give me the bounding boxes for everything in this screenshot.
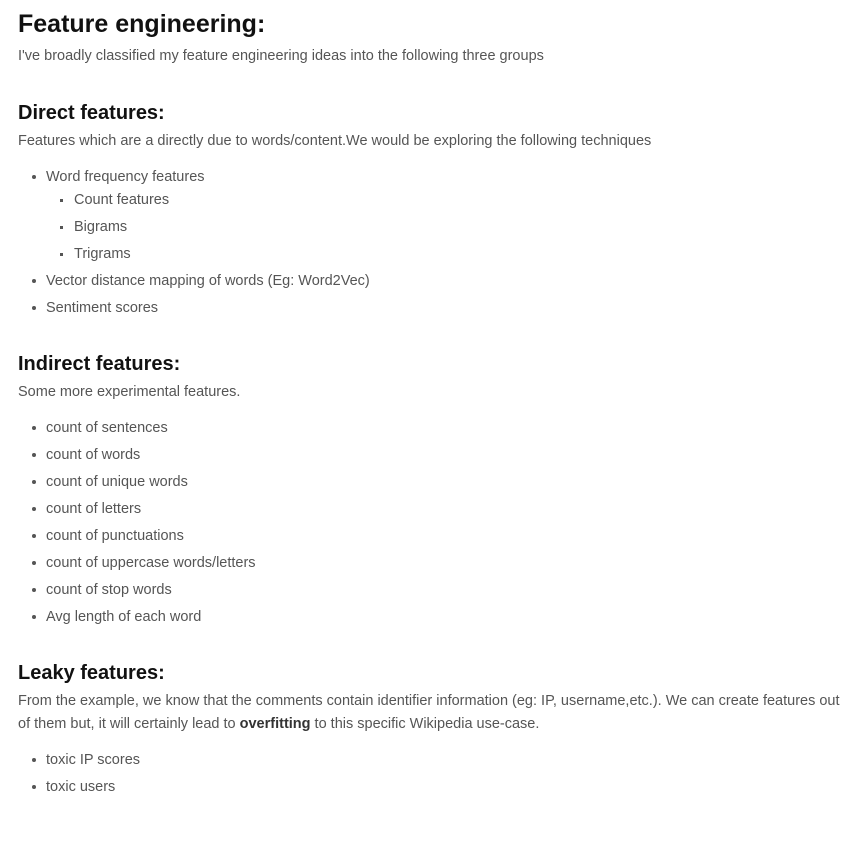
list-item: toxic IP scores (18, 747, 844, 774)
list-item-label: count of uppercase words/letters (46, 555, 256, 571)
bullet-icon (32, 534, 36, 538)
article-content: Feature engineering: I've broadly classi… (18, 0, 844, 801)
leaky-features-heading: Leaky features: (18, 662, 165, 684)
list-item-label: Count features (74, 192, 170, 208)
list-item: count of letters (18, 496, 844, 523)
direct-features-heading: Direct features: (18, 102, 165, 124)
list-item-label: Avg length of each word (46, 609, 202, 625)
leaky-description-text: From the example, we know that the comme… (18, 693, 840, 732)
list-item: toxic users (18, 774, 844, 801)
list-item: count of sentences (18, 415, 844, 442)
leaky-features-list: toxic IP scores toxic users (18, 747, 844, 801)
list-item: count of punctuations (18, 523, 844, 550)
overfitting-emphasis: overfitting (239, 716, 311, 732)
list-item-label: Sentiment scores (46, 300, 159, 316)
bullet-icon (32, 758, 36, 762)
indirect-features-description: Some more experimental features. (18, 384, 241, 400)
list-item: Trigrams (46, 241, 844, 268)
bullet-icon (32, 785, 36, 789)
list-item: Sentiment scores (18, 295, 844, 322)
bullet-icon (32, 175, 36, 179)
list-item-label: Vector distance mapping of words (Eg: Wo… (46, 273, 370, 289)
bullet-icon (32, 306, 36, 310)
list-item-label: toxic IP scores (46, 752, 141, 768)
square-bullet-icon (60, 253, 63, 256)
intro-paragraph: I've broadly classified my feature engin… (18, 48, 544, 64)
direct-features-list: Word frequency features Count features B… (18, 164, 844, 322)
list-item: Vector distance mapping of words (Eg: Wo… (18, 268, 844, 295)
list-item-label: count of stop words (46, 582, 172, 598)
leaky-description-text-end: to this specific Wikipedia use-case. (310, 716, 540, 732)
list-item: Avg length of each word (18, 604, 844, 631)
bullet-icon (32, 279, 36, 283)
list-item-label: Word frequency features (46, 169, 205, 185)
list-item: Bigrams (46, 214, 844, 241)
indirect-features-list: count of sentences count of words count … (18, 415, 844, 631)
list-item-label: Trigrams (74, 246, 131, 262)
word-frequency-sublist: Count features Bigrams Trigrams (46, 187, 844, 268)
list-item: Word frequency features Count features B… (18, 164, 844, 268)
bullet-icon (32, 561, 36, 565)
bullet-icon (32, 426, 36, 430)
square-bullet-icon (60, 199, 63, 202)
list-item-label: count of unique words (46, 474, 188, 490)
direct-features-description: Features which are a directly due to wor… (18, 133, 652, 149)
list-item-label: Bigrams (74, 219, 128, 235)
bullet-icon (32, 588, 36, 592)
bullet-icon (32, 453, 36, 457)
list-item-label: count of sentences (46, 420, 168, 436)
bullet-icon (32, 480, 36, 484)
list-item-label: toxic users (46, 779, 116, 795)
list-item-label: count of letters (46, 501, 142, 517)
list-item: count of stop words (18, 577, 844, 604)
leaky-features-description: From the example, we know that the comme… (18, 690, 844, 736)
page-title: Feature engineering: (18, 10, 266, 38)
list-item: count of words (18, 442, 844, 469)
bullet-icon (32, 507, 36, 511)
bullet-icon (32, 615, 36, 619)
list-item-label: count of punctuations (46, 528, 184, 544)
list-item: count of uppercase words/letters (18, 550, 844, 577)
list-item-label: count of words (46, 447, 141, 463)
indirect-features-heading: Indirect features: (18, 353, 181, 375)
list-item: Count features (46, 187, 844, 214)
square-bullet-icon (60, 226, 63, 229)
list-item: count of unique words (18, 469, 844, 496)
